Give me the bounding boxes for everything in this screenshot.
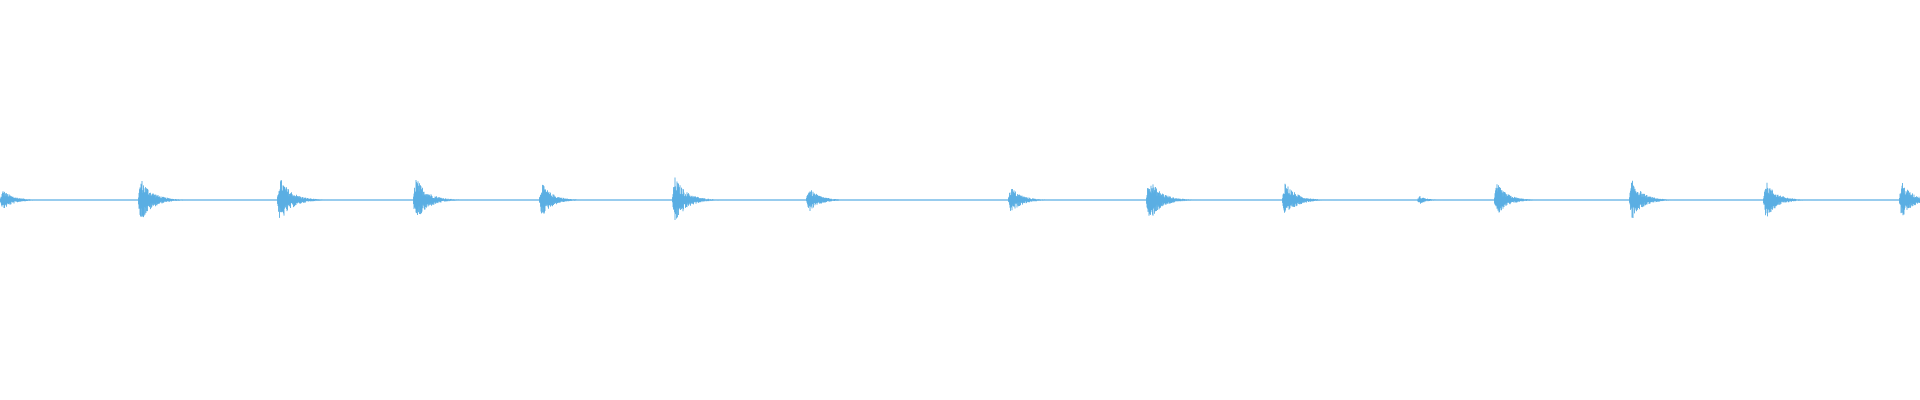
waveform-burst-13 <box>1629 180 1684 218</box>
waveform-burst-6 <box>672 177 727 220</box>
waveform-burst-7 <box>806 190 860 211</box>
waveform-burst-10 <box>1282 183 1337 213</box>
waveform-burst-5 <box>539 184 594 214</box>
waveform-burst-1 <box>0 191 55 208</box>
waveform-burst-4 <box>413 180 468 215</box>
waveform-bursts <box>0 177 1920 220</box>
waveform-burst-2 <box>138 181 193 218</box>
waveform-burst-15 <box>1899 183 1920 216</box>
waveform-burst-9 <box>1146 184 1201 216</box>
waveform-burst-12 <box>1494 184 1549 213</box>
waveform-burst-14 <box>1763 182 1818 217</box>
waveform-burst-8 <box>1008 189 1063 211</box>
waveform-burst-11 <box>1417 196 1454 204</box>
waveform-burst-3 <box>277 180 332 218</box>
